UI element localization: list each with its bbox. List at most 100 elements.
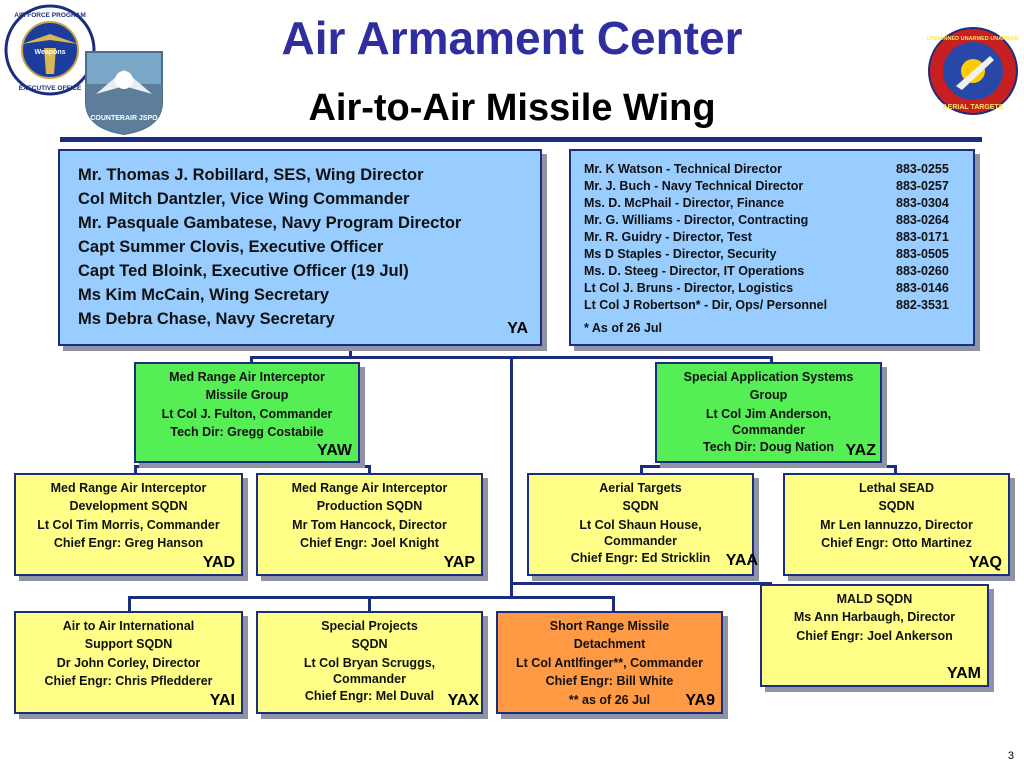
yax-office-code: YAX xyxy=(447,692,479,709)
connector-yaw-down xyxy=(250,462,253,468)
unit-line: Mr Len Iannuzzo, Director xyxy=(820,517,973,532)
yap-text: Med Range Air Interceptor Production SQD… xyxy=(258,479,481,553)
unit-line: Lt Col Antlfinger**, Commander xyxy=(515,655,704,670)
yad-office-code: YAD xyxy=(202,554,235,571)
staff-name: Ms D Staples - Director, Security xyxy=(584,247,777,261)
unit-line: Air to Air International xyxy=(62,619,195,633)
yai-text: Air to Air International Support SQDN Dr… xyxy=(16,617,241,691)
yaz-text: Special Application Systems Group Lt Col… xyxy=(657,368,880,457)
connector-center-bottom xyxy=(510,582,513,599)
ya-office-code: YA xyxy=(507,320,528,337)
logo-center-text: Weapons xyxy=(35,49,66,56)
staff-name: Mr. G. Williams - Director, Contracting xyxy=(584,213,809,227)
connector-bottom-row xyxy=(128,596,614,599)
staff-phone: 883-0255 xyxy=(896,162,949,176)
unit-line: Lt Col Bryan Scruggs, xyxy=(303,655,436,670)
logo-top-text: AIR FORCE PROGRAM xyxy=(14,12,86,19)
unit-line: Med Range Air Interceptor xyxy=(291,481,448,495)
yap-office-code: YAP xyxy=(443,554,475,571)
connector-to-yaw xyxy=(250,356,253,364)
connector-to-yax xyxy=(368,596,371,611)
unit-line: Development SQDN xyxy=(69,499,188,514)
ya9-text: Short Range Missile Detachment Lt Col An… xyxy=(498,617,721,709)
ya-line: Capt Ted Bloink, Executive Officer (19 J… xyxy=(78,262,409,280)
afpeo-weapons-logo: Weapons AIR FORCE PROGRAM EXECUTIVE OFFI… xyxy=(4,4,96,96)
yaz-office-code: YAZ xyxy=(845,442,876,459)
staff-name: Ms. D. Steeg - Director, IT Operations xyxy=(584,264,805,278)
staff-row: Mr. G. Williams - Director, Contracting 8… xyxy=(584,212,964,229)
connector-center-vertical xyxy=(510,356,513,584)
unit-line: Chief Engr: Joel Knight xyxy=(300,536,439,551)
connector-to-yaa xyxy=(640,465,643,473)
ya-line: Capt Summer Clovis, Executive Officer xyxy=(78,238,384,256)
yaw-text: Med Range Air Interceptor Missile Group … xyxy=(136,368,358,442)
page-subtitle: Air-to-Air Missile Wing xyxy=(308,87,716,129)
staff-phone: 883-0257 xyxy=(896,179,949,193)
yai-office-code: YAI xyxy=(209,692,235,709)
unit-line: Group xyxy=(749,388,788,403)
staff-row: Ms. D. Steeg - Director, IT Operations 88… xyxy=(584,263,964,280)
staff-phone: 883-0304 xyxy=(896,196,949,210)
yai-squadron-box: Air to Air International Support SQDN Dr… xyxy=(14,611,243,714)
connector-yaz-squadrons xyxy=(640,465,896,468)
ya9-detachment-box: Short Range Missile Detachment Lt Col An… xyxy=(496,611,723,714)
staff-name: Mr. K Watson - Technical Director xyxy=(584,162,782,176)
unit-line: Lethal SEAD xyxy=(858,481,934,495)
unit-line: Tech Dir: Gregg Costabile xyxy=(170,425,324,440)
unit-line: Lt Col J. Fulton, Commander xyxy=(161,406,333,421)
unit-line: Lt Col Jim Anderson, xyxy=(705,406,832,421)
staff-name: Ms. D. McPhail - Director, Finance xyxy=(584,196,785,210)
staff-phone: 883-0264 xyxy=(896,213,949,227)
staff-row: Mr. J. Buch - Navy Technical Director 883… xyxy=(584,178,964,195)
yam-text: MALD SQDN Ms Ann Harbaugh, Director Chie… xyxy=(762,590,987,645)
unit-line: Chief Engr: Greg Hanson xyxy=(53,536,204,551)
connector-ya-down xyxy=(349,346,352,358)
staff-name: Mr. J. Buch - Navy Technical Director xyxy=(584,179,804,193)
unit-line: Chief Engr: Bill White xyxy=(545,674,674,689)
unit-line: Med Range Air Interceptor xyxy=(169,370,325,384)
counterair-jspo-logo: COUNTERAIR JSPO xyxy=(85,51,163,136)
unit-line: Production SQDN xyxy=(316,499,423,514)
unit-line: Special Projects xyxy=(321,619,418,633)
yaw-office-code: YAW xyxy=(317,442,352,459)
targets-bottom-text: AERIAL TARGETS xyxy=(943,104,1004,111)
yaa-office-code: YAA xyxy=(725,552,758,569)
unit-line: Lt Col Shaun House, xyxy=(579,517,702,532)
yaq-text: Lethal SEAD SQDN Mr Len Iannuzzo, Direct… xyxy=(785,479,1008,553)
unit-line: Missile Group xyxy=(205,388,289,403)
yaq-office-code: YAQ xyxy=(968,554,1002,571)
connector-to-yaz xyxy=(770,356,773,364)
yaz-group-box: Special Application Systems Group Lt Col… xyxy=(655,362,882,463)
staff-phone: 882-3531 xyxy=(896,298,949,312)
ya-line: Mr. Pasquale Gambatese, Navy Program Dir… xyxy=(78,214,462,232)
yam-office-code: YAM xyxy=(946,665,981,682)
unit-line: Chief Engr: Ed Stricklin xyxy=(570,551,711,566)
yaa-text: Aerial Targets SQDN Lt Col Shaun House, … xyxy=(529,479,752,568)
unit-line: Short Range Missile xyxy=(549,619,670,633)
jspo-text: COUNTERAIR JSPO xyxy=(90,115,158,122)
page-number: 3 xyxy=(1007,750,1014,762)
staff-directory-box: Mr. K Watson - Technical Director 883-025… xyxy=(569,149,975,346)
unit-line: Ms Ann Harbaugh, Director xyxy=(793,610,956,625)
ya-line: Ms Debra Chase, Navy Secretary xyxy=(78,310,335,328)
connector-to-yaq xyxy=(894,465,897,473)
unit-line: Chief Engr: Joel Ankerson xyxy=(796,628,953,643)
unit-line: Detachment xyxy=(573,637,646,652)
unit-line: Special Application Systems xyxy=(683,370,854,384)
yaq-squadron-box: Lethal SEAD SQDN Mr Len Iannuzzo, Direct… xyxy=(783,473,1010,576)
ya-line: Col Mitch Dantzler, Vice Wing Commander xyxy=(78,190,410,208)
unit-line: SQDN xyxy=(878,499,915,514)
yap-squadron-box: Med Range Air Interceptor Production SQD… xyxy=(256,473,483,576)
unit-line: Med Range Air Interceptor xyxy=(50,481,207,495)
connector-to-yap xyxy=(368,465,371,473)
yad-squadron-box: Med Range Air Interceptor Development SQ… xyxy=(14,473,243,576)
unit-line: Tech Dir: Doug Nation xyxy=(702,440,834,455)
staff-phone: 883-0260 xyxy=(896,264,949,278)
unit-line: Dr John Corley, Director xyxy=(56,655,201,670)
unit-line: Mr Tom Hancock, Director xyxy=(292,517,447,532)
staff-phone: 883-0171 xyxy=(896,230,949,244)
unit-line: ** as of 26 Jul xyxy=(568,692,651,707)
ya9-office-code: YA9 xyxy=(685,692,715,709)
connector-to-yad xyxy=(134,465,137,473)
